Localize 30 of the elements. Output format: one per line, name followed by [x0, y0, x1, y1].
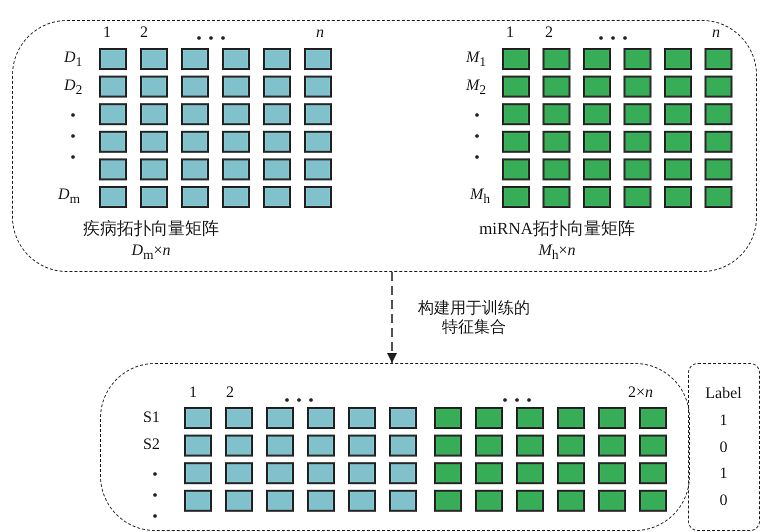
column-index: 2	[226, 384, 234, 402]
matrix-caption: miRNA拓扑向量矩阵	[478, 220, 636, 238]
row-label: D$_{2}$	[64, 77, 82, 100]
class-label: 1	[718, 465, 728, 484]
column-index: 2	[140, 24, 148, 42]
column-index: n	[712, 24, 720, 42]
column-index: 1	[189, 384, 197, 402]
class-label: 0	[718, 492, 728, 510]
matrix-size-label: D$_{m}$×n	[130, 242, 172, 264]
row-label: D$_{1}$	[64, 49, 82, 72]
column-index: 2×n	[628, 384, 654, 402]
class-label: 0	[718, 438, 728, 457]
row-label: D$_{m}$	[58, 186, 80, 208]
column-index: 1	[103, 24, 111, 42]
class-label: 1	[718, 412, 728, 430]
row-label: M$_{2}$	[466, 77, 486, 100]
label-column-box	[688, 363, 760, 531]
matrix-size-label: M$_{h}$×n	[537, 242, 577, 264]
column-index: 1	[506, 24, 514, 42]
row-label: S2	[143, 436, 160, 454]
row-label: S1	[143, 409, 160, 427]
row-label: M$_{h}$	[470, 186, 490, 208]
dashed-group-box	[12, 20, 757, 272]
row-label: M$_{1}$	[466, 49, 486, 72]
arrow	[387, 272, 397, 363]
column-header: Label	[704, 385, 743, 403]
matrix-caption: 疾病拓扑向量矩阵	[82, 220, 220, 238]
column-index: n	[316, 24, 324, 42]
column-index: 2	[545, 24, 553, 42]
dashed-group-box	[100, 363, 690, 531]
